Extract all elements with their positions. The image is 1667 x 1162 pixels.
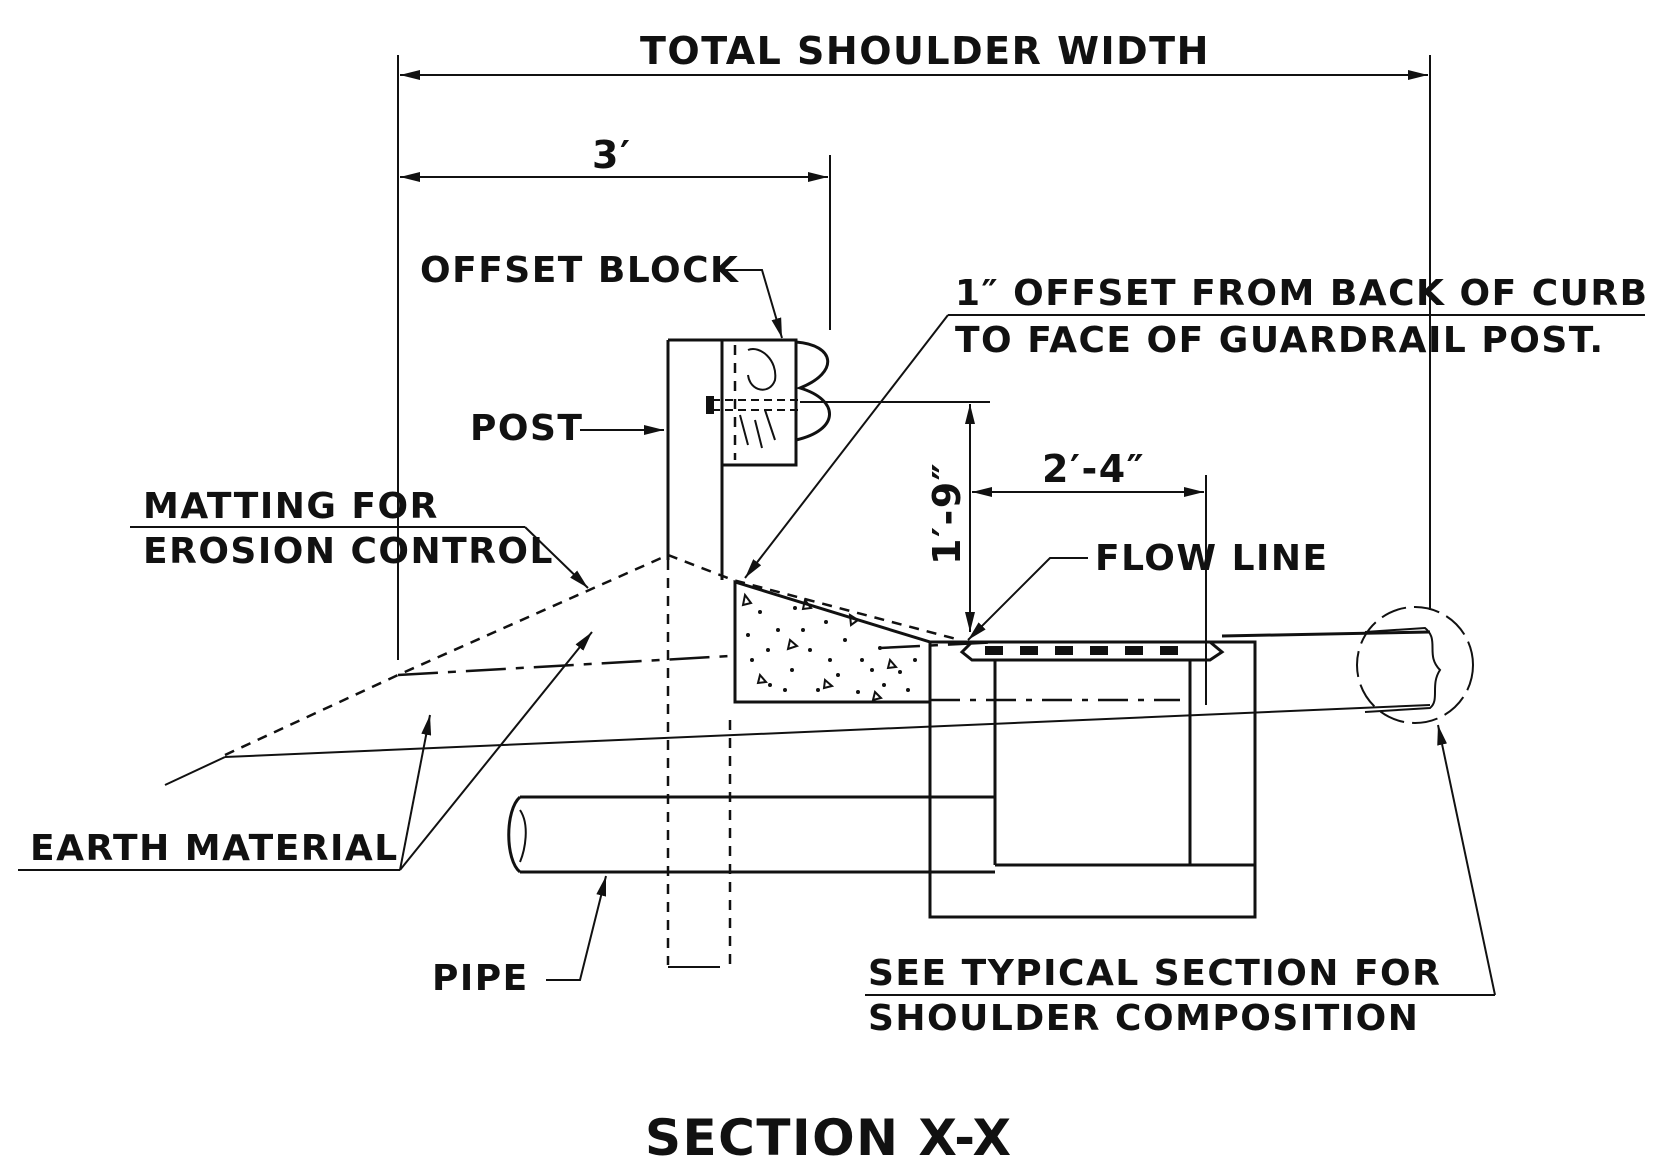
total-shoulder-width-dimension: TOTAL SHOULDER WIDTH — [397, 29, 1431, 660]
three-foot-dimension: 3′ — [400, 133, 831, 330]
offset-note-line2: TO FACE OF GUARDRAIL POST. — [955, 320, 1605, 361]
matting-label-line1: MATTING FOR — [143, 486, 439, 527]
concrete-stipple — [746, 606, 917, 694]
three-foot-label: 3′ — [592, 133, 631, 177]
total-shoulder-width-label: TOTAL SHOULDER WIDTH — [640, 29, 1210, 73]
earth-material-label: EARTH MATERIAL — [30, 828, 399, 869]
offset-block — [706, 338, 800, 467]
pipe — [507, 795, 995, 874]
one-foot-nine-dimension: 1′-9″ — [925, 404, 975, 632]
section-title-group: SECTION X-X — [645, 1109, 1013, 1162]
matting-callout: MATTING FOR EROSION CONTROL — [130, 486, 589, 589]
offset-block-callout: OFFSET BLOCK — [420, 250, 783, 339]
see-typical-callout: SEE TYPICAL SECTION FOR SHOULDER COMPOSI… — [865, 724, 1496, 1039]
flow-line-label: FLOW LINE — [1095, 538, 1329, 579]
two-foot-four-dimension: 2′-4″ — [972, 447, 1207, 705]
offset-note-callout: 1″ OFFSET FROM BACK OF CURB TO FACE OF G… — [744, 273, 1649, 579]
section-title: SECTION X-X — [645, 1109, 1013, 1162]
see-typical-line2: SHOULDER COMPOSITION — [868, 998, 1419, 1039]
ground-lines — [164, 553, 1431, 786]
two-foot-four-label: 2′-4″ — [1042, 447, 1145, 491]
offset-note-line1: 1″ OFFSET FROM BACK OF CURB — [955, 273, 1649, 314]
offset-block-label: OFFSET BLOCK — [420, 250, 739, 291]
drainage-inlet — [928, 630, 1431, 919]
post-callout: POST — [470, 408, 664, 449]
matting-label-line2: EROSION CONTROL — [143, 531, 554, 572]
w-beam-rail — [795, 340, 990, 442]
detail-break-circle — [1356, 606, 1474, 724]
post-label: POST — [470, 408, 583, 449]
pipe-label: PIPE — [432, 958, 529, 999]
one-foot-nine-label: 1′-9″ — [925, 462, 969, 565]
concrete-curb-wedge — [733, 579, 932, 704]
flow-line-callout: FLOW LINE — [967, 538, 1329, 641]
earth-material-callout: EARTH MATERIAL — [18, 631, 593, 871]
see-typical-line1: SEE TYPICAL SECTION FOR — [868, 953, 1441, 994]
pipe-callout: PIPE — [432, 875, 607, 999]
